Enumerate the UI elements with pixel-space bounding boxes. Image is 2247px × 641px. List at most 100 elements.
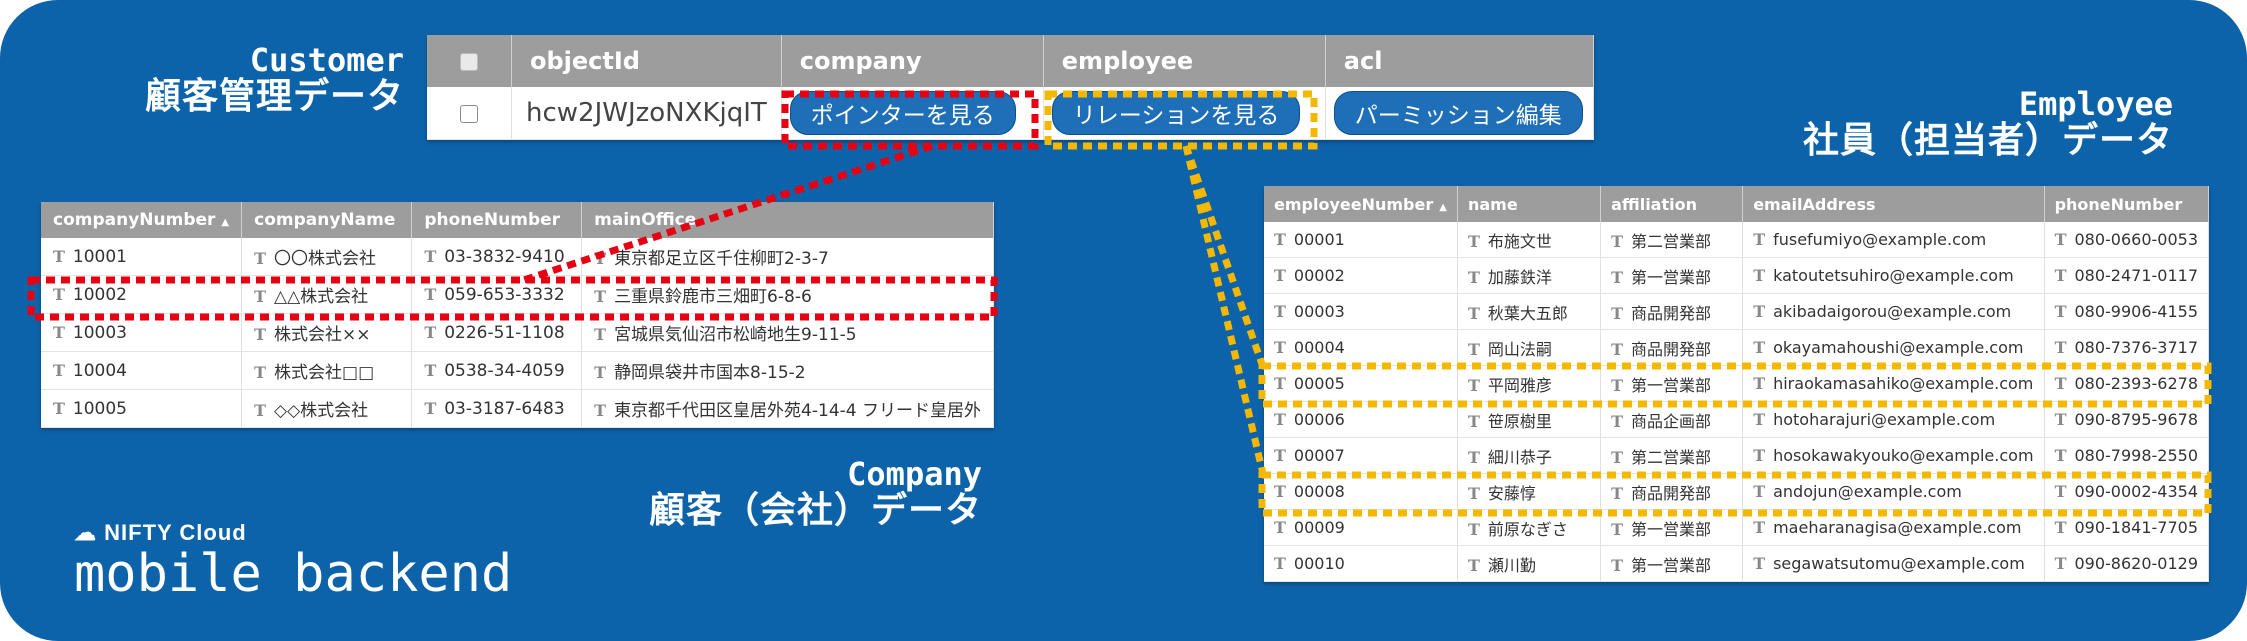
- header-employeenumber[interactable]: employeeNumber▲: [1264, 186, 1458, 222]
- header-companyname[interactable]: companyName: [241, 202, 413, 238]
- affiliation-value: 第一営業部: [1630, 267, 1711, 287]
- header-label: companyNumber: [53, 210, 216, 230]
- companyname-cell[interactable]: T◇◇株式会社: [241, 389, 413, 428]
- text-type-icon: T: [53, 360, 65, 380]
- select-all-header[interactable]: [427, 35, 512, 87]
- text-type-icon: T: [1467, 375, 1480, 395]
- header-companynumber[interactable]: companyNumber▲: [41, 202, 243, 238]
- affiliation-cell[interactable]: T 商品企画部: [1600, 401, 1744, 438]
- emailaddress-value: maeharanagisa@example.com: [1773, 518, 2022, 537]
- header-acl[interactable]: acl: [1325, 35, 1595, 87]
- text-type-icon: T: [1274, 230, 1286, 249]
- objectid-cell[interactable]: hcw2JWJzoNXKjqIT: [511, 87, 782, 140]
- employeenumber-value: 00002: [1293, 266, 1345, 285]
- view-relation-button[interactable]: リレーションを見る: [1051, 91, 1301, 135]
- affiliation-value: 商品企画部: [1630, 411, 1711, 431]
- header-mainoffice[interactable]: mainOffice: [581, 202, 994, 238]
- text-type-icon: T: [1274, 302, 1286, 321]
- affiliation-value: 第一営業部: [1630, 519, 1711, 539]
- companynumber-value: 10001: [72, 246, 127, 267]
- row-checkbox[interactable]: [460, 104, 478, 123]
- header-employee[interactable]: employee: [1043, 35, 1326, 87]
- header-emailaddress[interactable]: emailAddress: [1742, 186, 2045, 222]
- name-value: 秋葉大五郎: [1487, 303, 1568, 323]
- header-objectid[interactable]: objectId: [511, 35, 782, 87]
- row-select-cell[interactable]: [427, 87, 512, 140]
- view-pointer-button[interactable]: ポインターを見る: [789, 91, 1016, 135]
- affiliation-value: 商品開発部: [1630, 303, 1711, 323]
- text-type-icon: T: [1467, 447, 1480, 467]
- header-phonenumber[interactable]: phoneNumber: [2044, 186, 2210, 222]
- name-value: 安藤惇: [1487, 483, 1536, 503]
- text-type-icon: T: [1611, 411, 1623, 431]
- edit-permission-button[interactable]: パーミッション編集: [1333, 91, 1583, 135]
- text-type-icon: T: [1611, 447, 1623, 467]
- header-phonenumber[interactable]: phoneNumber: [411, 202, 583, 238]
- header-name[interactable]: name: [1457, 186, 1602, 222]
- header-affiliation[interactable]: affiliation: [1600, 186, 1744, 222]
- phonenumber-value: 080-7998-2550: [2074, 446, 2198, 465]
- text-type-icon: T: [2054, 374, 2067, 393]
- phonenumber-value: 080-2471-0117: [2074, 266, 2198, 285]
- text-type-icon: T: [1274, 518, 1286, 537]
- select-all-checkbox[interactable]: [460, 53, 478, 71]
- employee-label-ja: 社員（担当者）データ: [1802, 119, 2173, 161]
- text-type-icon: T: [1753, 518, 1766, 537]
- header-company[interactable]: company: [781, 35, 1044, 87]
- affiliation-value: 第二営業部: [1630, 231, 1711, 251]
